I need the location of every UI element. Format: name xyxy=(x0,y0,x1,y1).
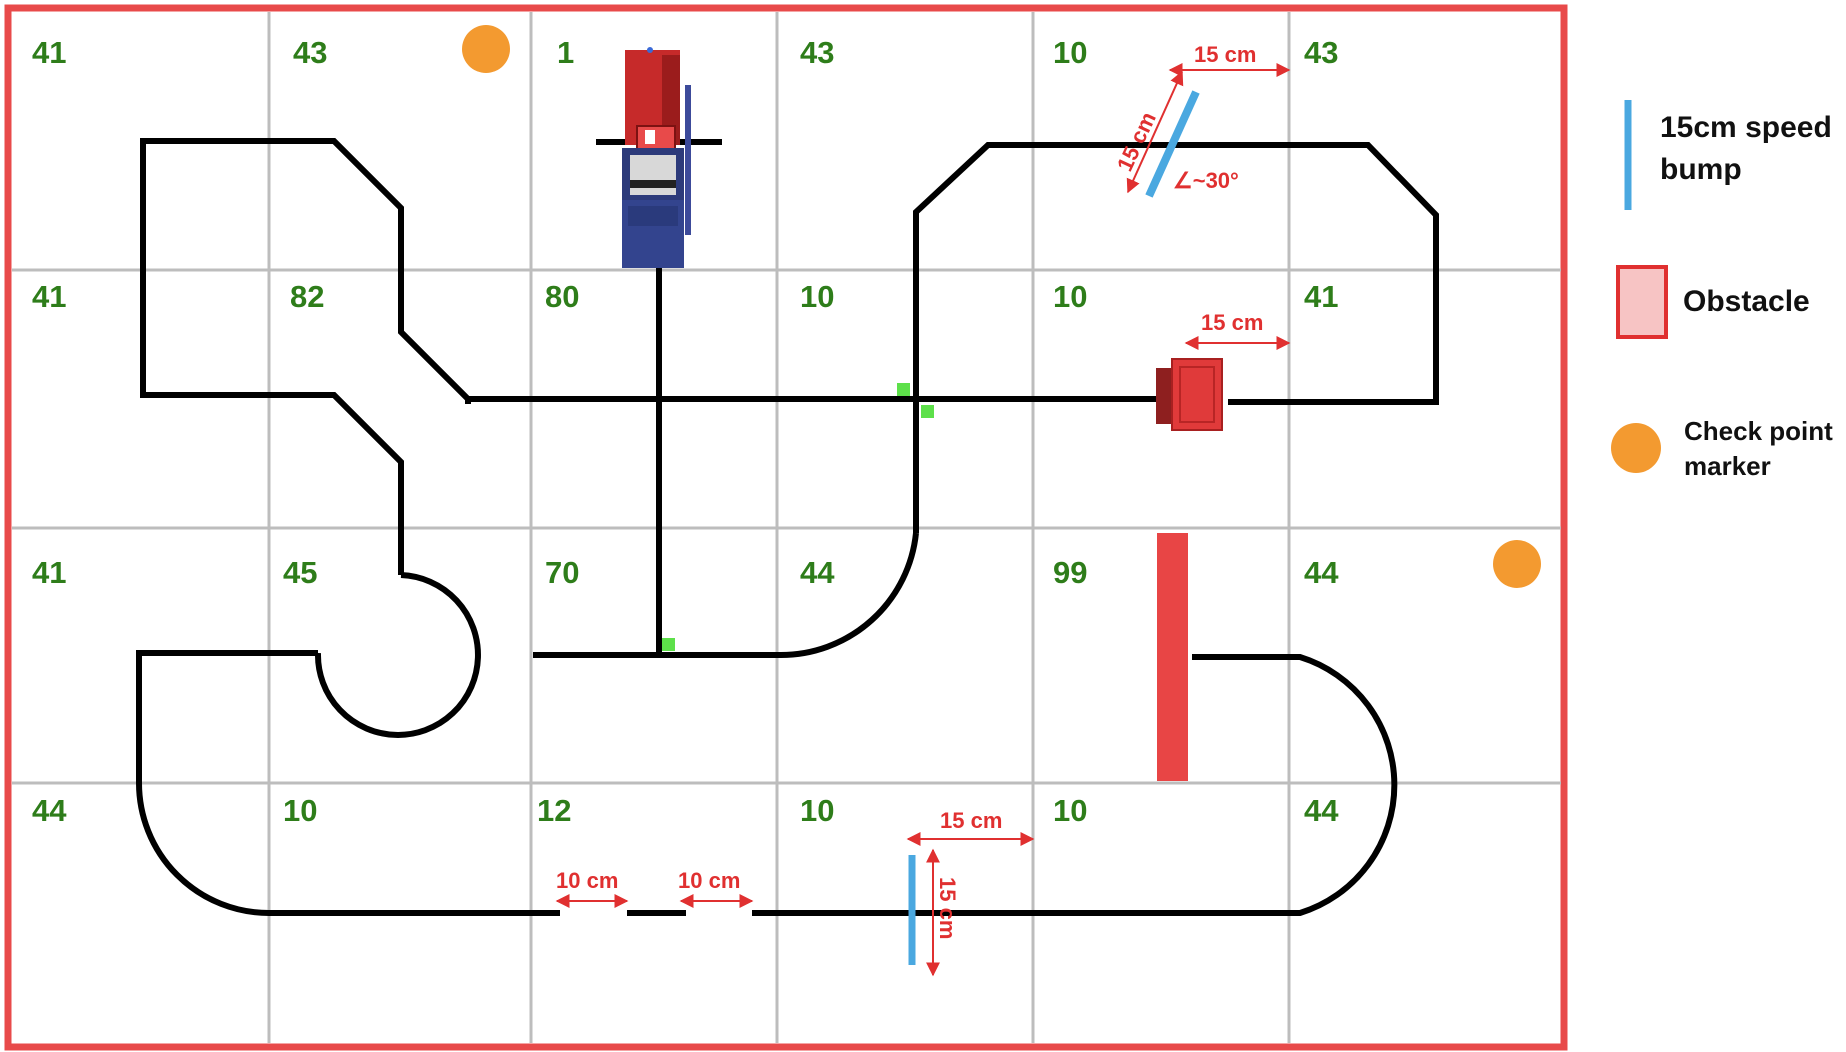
cell-number: 10 xyxy=(800,279,834,314)
dimension-label: ∠~30° xyxy=(1173,168,1239,193)
cell-number: 41 xyxy=(1304,279,1338,314)
track-middle-curve xyxy=(533,532,919,659)
dimension-label: 15 cm xyxy=(1194,42,1256,67)
dimension-label: 15 cm xyxy=(935,877,960,939)
cell-number: 82 xyxy=(290,279,324,314)
cell-number: 43 xyxy=(293,35,327,70)
track-circle-loop xyxy=(314,572,481,738)
cell-number: 44 xyxy=(1304,555,1339,590)
track-left-lower xyxy=(136,650,560,916)
cell-number: 80 xyxy=(545,279,579,314)
cell-number: 10 xyxy=(800,793,834,828)
cell-number: 45 xyxy=(283,555,317,590)
cell-number: 10 xyxy=(283,793,317,828)
cell-number: 44 xyxy=(1304,793,1339,828)
cell-number: 99 xyxy=(1053,555,1087,590)
green-marker xyxy=(921,405,934,418)
truck-icon xyxy=(622,47,691,268)
cell-number: 43 xyxy=(800,35,834,70)
checkpoint-legend-icon xyxy=(1611,423,1661,473)
green-markers xyxy=(662,383,934,651)
cell-number: 10 xyxy=(1053,279,1087,314)
obstacle-wall xyxy=(1157,533,1188,781)
green-marker xyxy=(662,638,675,651)
track-lines xyxy=(136,138,1439,916)
cell-number: 10 xyxy=(1053,35,1087,70)
cell-number: 70 xyxy=(545,555,579,590)
cell-number: 10 xyxy=(1053,793,1087,828)
dimension-label: 10 cm xyxy=(556,868,618,893)
cell-number: 41 xyxy=(32,35,66,70)
legend-speed-bump-label: 15cm speed xyxy=(1660,111,1832,144)
checkpoint-marker xyxy=(1493,540,1541,588)
dimension-label: 15 cm xyxy=(940,808,1002,833)
checkpoint-marker xyxy=(462,25,510,73)
grid-numbers: 41 43 1 43 10 43 41 82 80 10 10 41 41 45… xyxy=(32,35,1339,828)
obstacle-legend-icon xyxy=(1616,265,1668,339)
dimension-label: 15 cm xyxy=(1201,310,1263,335)
grid-lines xyxy=(12,12,1561,1043)
track-bottom-run xyxy=(752,654,1398,916)
legend-speed-bump-label: bump xyxy=(1660,153,1742,186)
cell-number: 1 xyxy=(557,35,574,70)
cell-number: 43 xyxy=(1304,35,1338,70)
track-main-horizontal xyxy=(468,142,1439,533)
legend-checkpoint-label: marker xyxy=(1684,451,1771,481)
cell-number: 41 xyxy=(32,279,66,314)
obstacle-box xyxy=(1156,358,1223,431)
cell-number: 41 xyxy=(32,555,66,590)
legend-checkpoint-label: Check point xyxy=(1684,416,1833,446)
dimension-label: 10 cm xyxy=(678,868,740,893)
green-marker xyxy=(897,383,910,396)
cell-number: 12 xyxy=(537,793,571,828)
cell-number: 44 xyxy=(800,555,835,590)
cell-number: 44 xyxy=(32,793,67,828)
legend-obstacle-label: Obstacle xyxy=(1683,285,1810,318)
legend: 15cm speed bump Obstacle Check point mar… xyxy=(1611,100,1833,481)
